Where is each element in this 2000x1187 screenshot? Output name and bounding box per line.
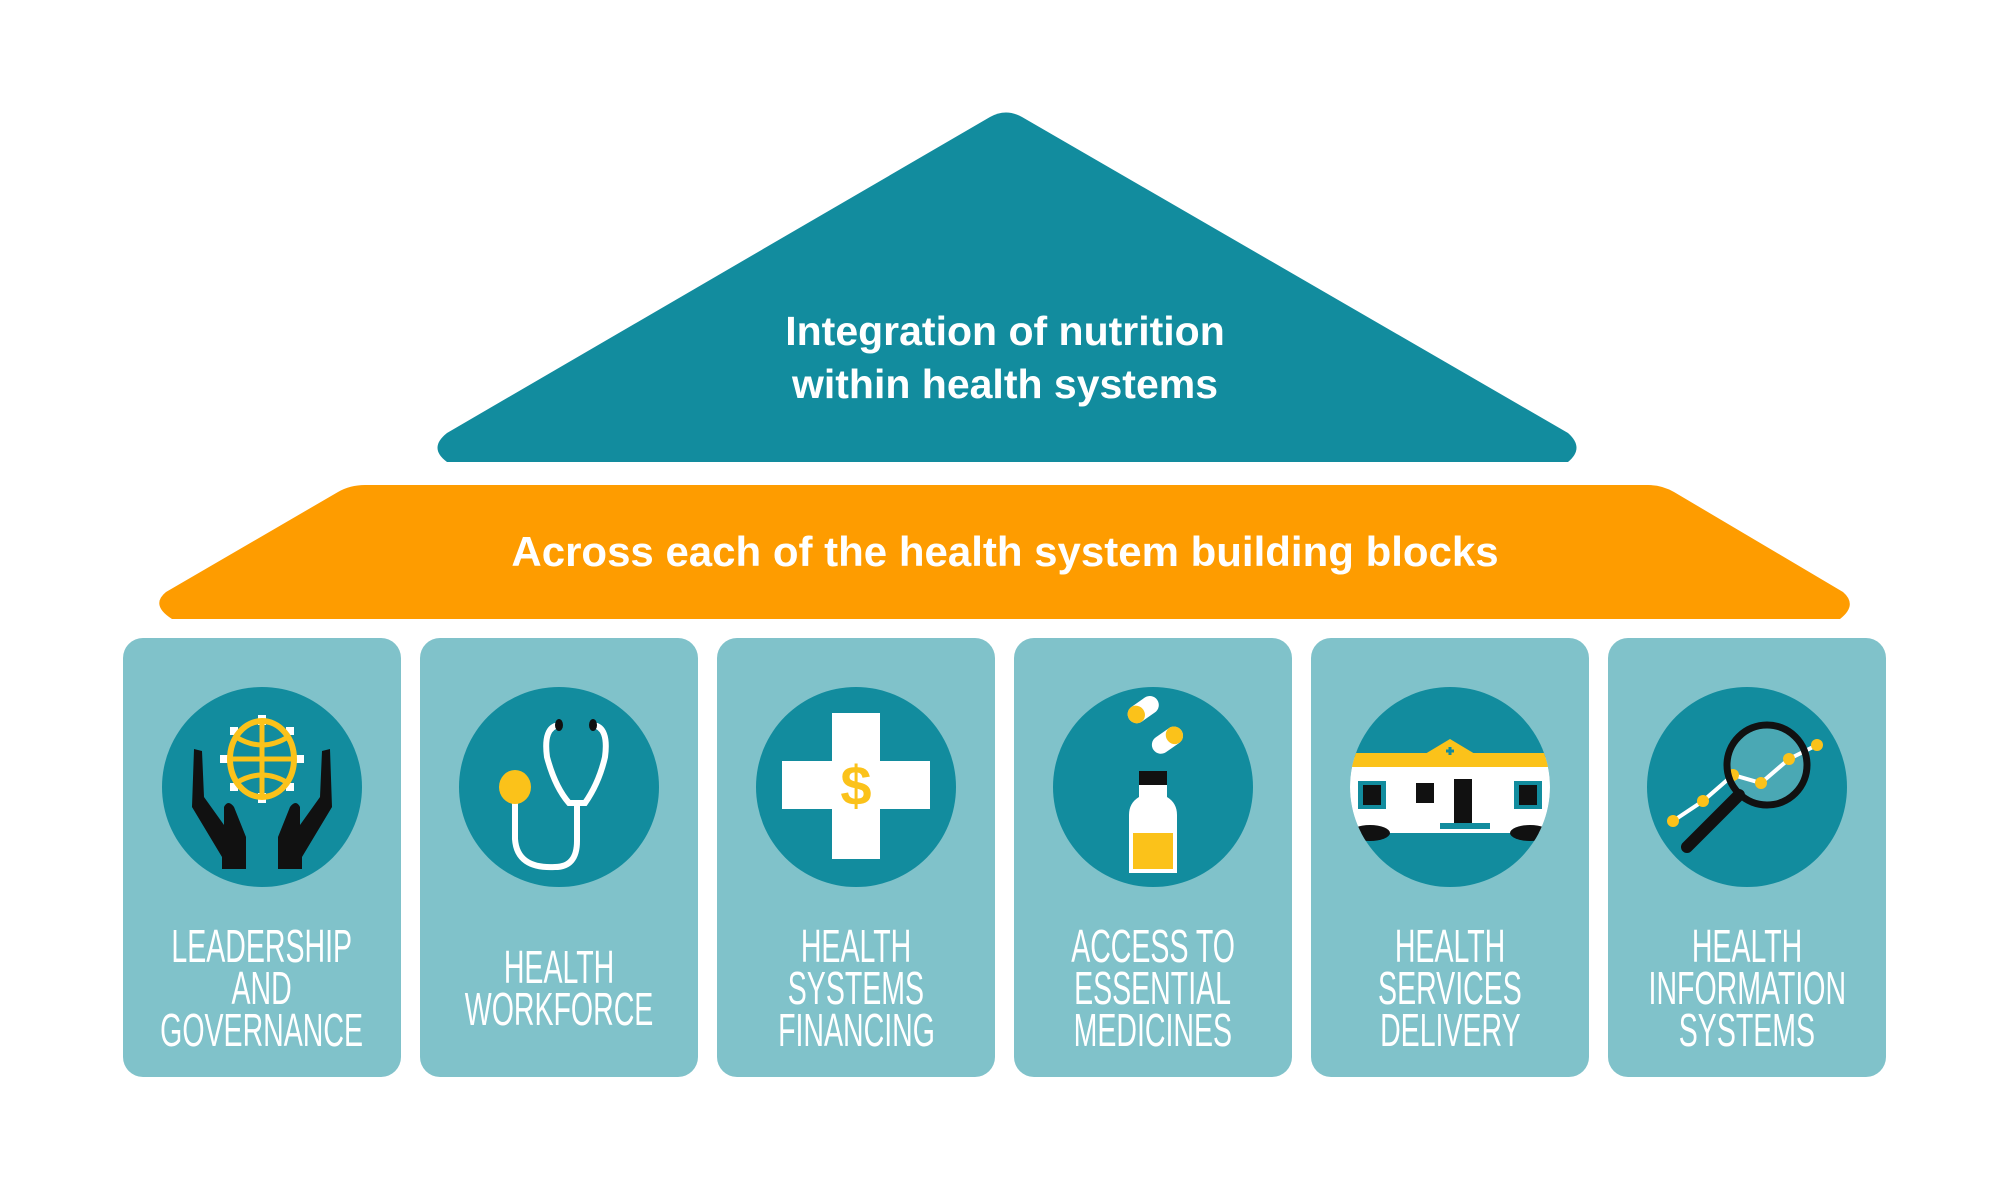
label-line: LEADERSHIP [171,920,353,972]
roof-title: Integration of nutrition within health s… [600,305,1410,411]
band-title: Across each of the health system buildin… [511,528,1499,575]
block-health-information-systems: HEALTH INFORMATION SYSTEMS [1608,638,1886,1077]
label-line: AND [231,962,293,1014]
stethoscope-icon [459,687,659,887]
block-health-systems-financing: $ HEALTH SYSTEMS FINANCING [717,638,995,1077]
block-label: HEALTH INFORMATION SYSTEMS [1568,918,1926,1058]
block-health-workforce: HEALTH WORKFORCE [420,638,698,1077]
label-line: INFORMATION [1648,962,1846,1014]
block-label: LEADERSHIP AND GOVERNANCE [83,918,441,1058]
block-leadership-governance: LEADERSHIP AND GOVERNANCE [123,638,401,1077]
magnifier-chart-icon [1647,687,1847,887]
label-line: SYSTEMS [1678,1004,1816,1056]
label-line: DELIVERY [1379,1004,1521,1056]
label-line: HEALTH [800,920,912,972]
label-line: SERVICES [1378,962,1522,1014]
block-label: HEALTH WORKFORCE [380,918,738,1058]
block-label: HEALTH SERVICES DELIVERY [1271,918,1629,1058]
roof-title-line-2: within health systems [791,361,1219,407]
label-line: HEALTH [503,941,615,993]
label-line: WORKFORCE [464,983,654,1035]
label-line: ESSENTIAL [1074,962,1232,1014]
pills-bottle-icon [1053,687,1253,887]
building-blocks-band [159,485,1850,619]
label-line: MEDICINES [1073,1004,1233,1056]
roof-triangle [437,112,1577,462]
svg-text:$: $ [840,754,871,817]
roof-title-line-1: Integration of nutrition [785,308,1225,354]
label-line: ACCESS TO [1071,920,1235,972]
hands-globe-icon [162,687,362,887]
label-line: FINANCING [777,1004,935,1056]
clinic-building-icon [1350,687,1550,887]
label-line: SYSTEMS [787,962,925,1014]
medical-cross-dollar-icon: $ [756,687,956,887]
block-health-services-delivery: HEALTH SERVICES DELIVERY [1311,638,1589,1077]
block-label: ACCESS TO ESSENTIAL MEDICINES [974,918,1332,1058]
block-access-essential-medicines: ACCESS TO ESSENTIAL MEDICINES [1014,638,1292,1077]
label-line: HEALTH [1691,920,1803,972]
block-label: HEALTH SYSTEMS FINANCING [677,918,1035,1058]
label-line: HEALTH [1394,920,1506,972]
label-line: GOVERNANCE [160,1004,364,1056]
